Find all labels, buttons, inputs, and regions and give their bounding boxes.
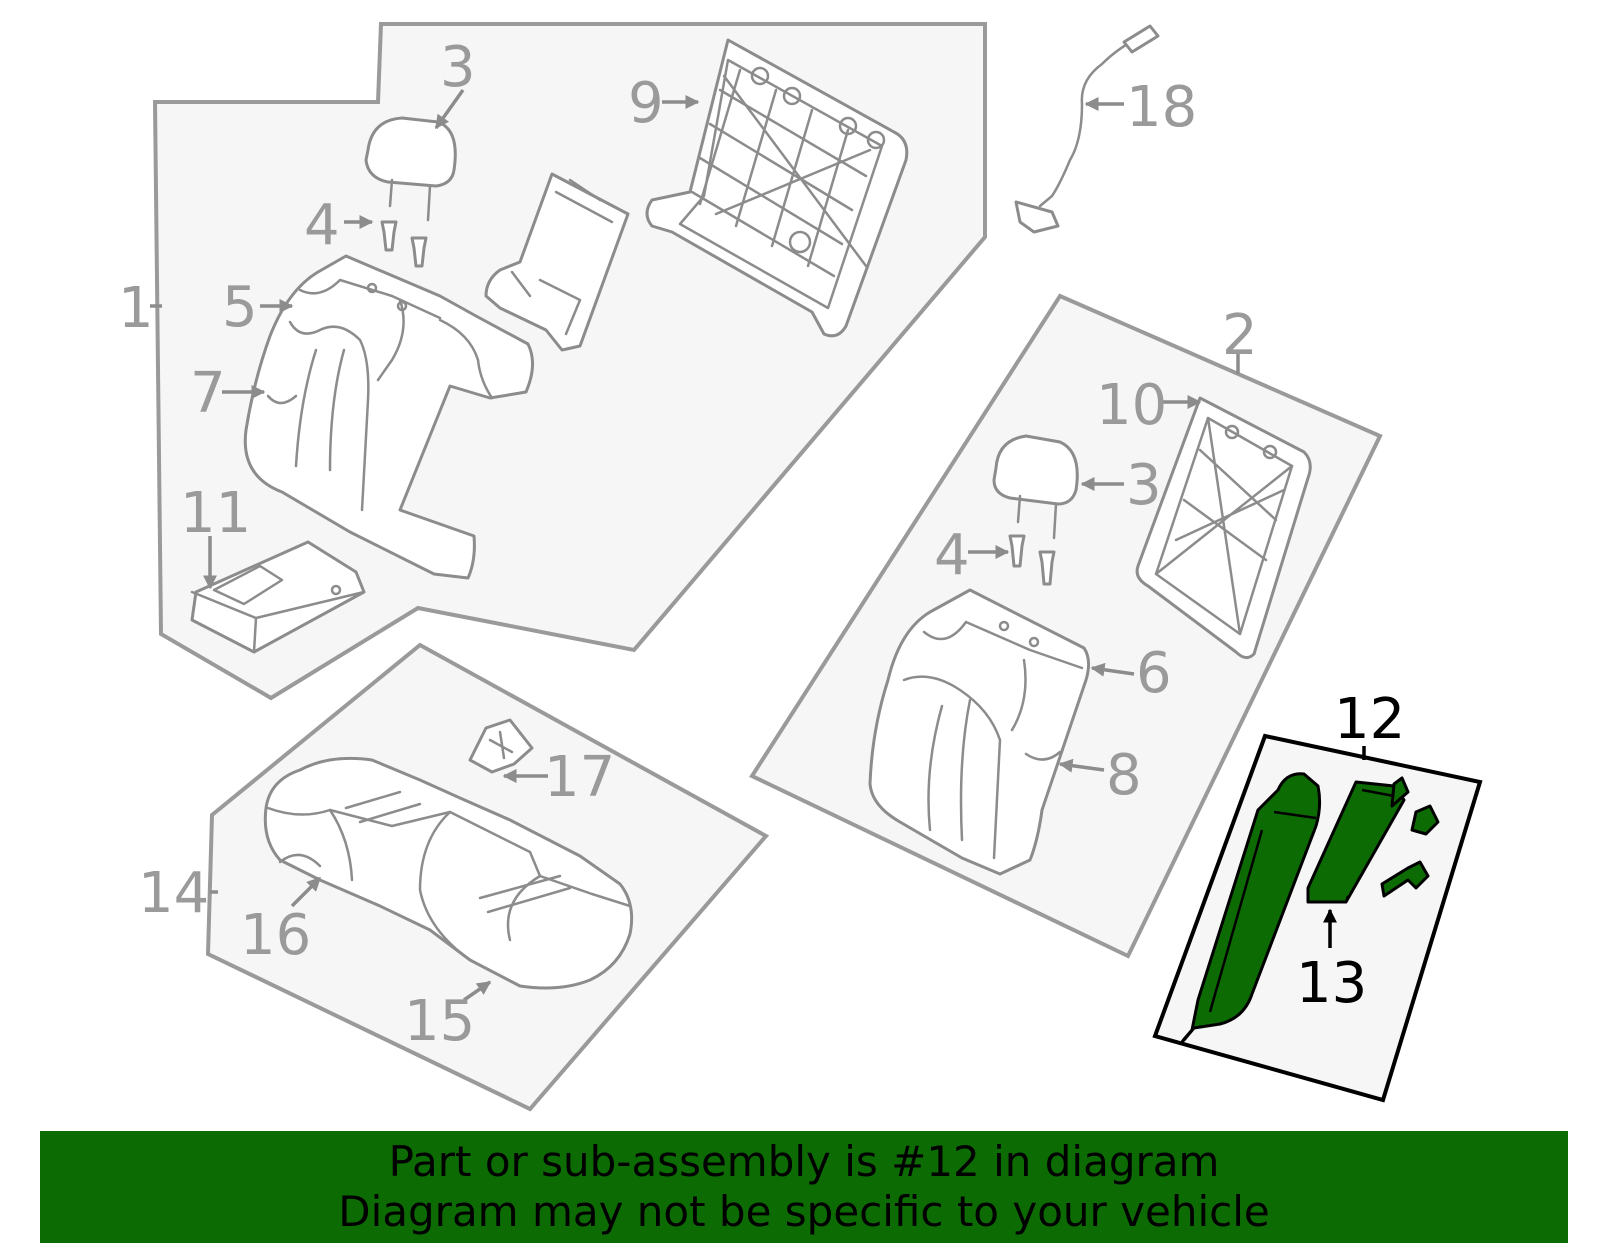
- info-banner: Part or sub-assembly is #12 in diagram D…: [40, 1131, 1568, 1243]
- callout-10: 10: [1096, 373, 1167, 438]
- callout-9: 9: [628, 71, 664, 136]
- insert-part-13: [1306, 776, 1440, 904]
- banner-line-disclaimer: Diagram may not be specific to your vehi…: [338, 1187, 1270, 1236]
- callout-3-left: 3: [440, 35, 476, 100]
- seat-back-cover-part-5: [243, 254, 534, 580]
- callout-4-right: 4: [934, 523, 970, 588]
- callout-8: 8: [1106, 743, 1142, 808]
- banner-line-part-number: Part or sub-assembly is #12 in diagram: [388, 1137, 1220, 1186]
- callout-1: 1: [118, 276, 154, 341]
- screws-part-4-left: [380, 220, 428, 268]
- callout-2: 2: [1222, 303, 1258, 368]
- clip-part-17: [468, 718, 534, 774]
- parts-diagram: 1 2 3 3 4 4 5 6 7 8 9 10 11 12 13 14 15 …: [118, 22, 1483, 1112]
- callout-12: 12: [1334, 687, 1405, 752]
- leader-lines: [150, 88, 1366, 1002]
- callout-14: 14: [138, 861, 209, 926]
- seat-back-frame-part-9: [645, 38, 909, 338]
- callout-11: 11: [180, 481, 251, 546]
- headrest-part-3-left: [364, 116, 457, 222]
- headrest-part-3-right: [992, 434, 1079, 540]
- callout-6: 6: [1136, 641, 1172, 706]
- callout-labels: 1 2 3 3 4 4 5 6 7 8 9 10 11 12 13 14 15 …: [118, 35, 1405, 1054]
- wire-harness-part-18: [1014, 24, 1160, 234]
- armrest-part-11: [190, 540, 366, 654]
- callout-4-left: 4: [304, 193, 340, 258]
- callout-7: 7: [190, 361, 226, 426]
- seat-back-frame-part-10: [1135, 396, 1312, 659]
- callout-3-right: 3: [1126, 453, 1162, 518]
- side-bolster-part-12: [1180, 772, 1322, 1044]
- callout-17: 17: [544, 745, 615, 810]
- callout-18: 18: [1126, 75, 1197, 140]
- seat-back-cover-part-6: [868, 588, 1091, 876]
- callout-5: 5: [222, 275, 258, 340]
- callout-13: 13: [1296, 951, 1367, 1016]
- seat-cushion-part-15: [263, 756, 634, 990]
- seat-back-panel: [484, 172, 630, 352]
- callout-15: 15: [404, 989, 475, 1054]
- callout-16: 16: [240, 903, 311, 968]
- screws-part-4-right: [1008, 534, 1056, 586]
